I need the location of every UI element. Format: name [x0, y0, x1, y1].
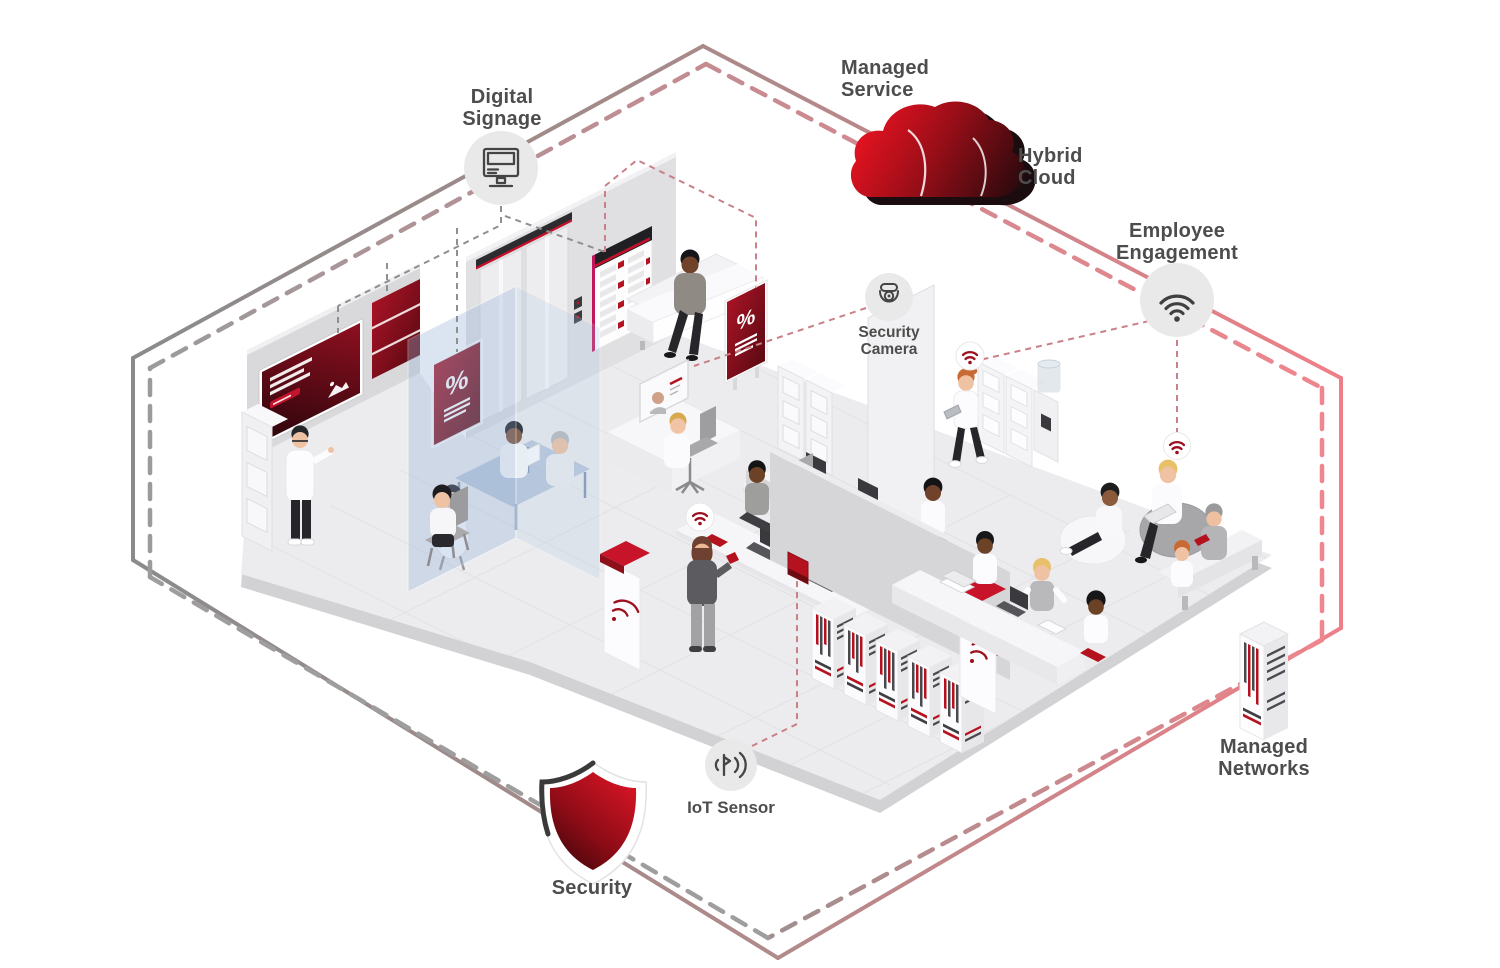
- label-hybrid-cloud-1: Hybrid: [1018, 145, 1083, 167]
- label-employee-engagement-2: Engagement: [1116, 242, 1238, 264]
- percent-standing-sign: %: [724, 279, 768, 390]
- label-managed-service-1: Managed: [841, 57, 929, 79]
- file-cabinets-mid: [777, 359, 846, 476]
- glass-wall-right: [515, 284, 601, 582]
- server-racks: [811, 597, 984, 754]
- label-iot-sensor: IoT Sensor: [687, 798, 775, 817]
- node-labels: Digital Signage Managed Service Hybrid C…: [462, 57, 1309, 899]
- wifi-icon: [1159, 294, 1195, 322]
- person-meeting-1: [500, 421, 528, 478]
- label-managed-networks-1: Managed: [1220, 736, 1308, 758]
- boundary-dashed-line: [147, 61, 1325, 941]
- person-desk-1: [739, 460, 775, 532]
- shield-icon: [539, 760, 647, 885]
- person-beanbag-1: [1059, 482, 1122, 556]
- person-viewer: [425, 484, 470, 567]
- server-tower-icon: [1238, 621, 1290, 741]
- label-security-camera-2: Camera: [861, 341, 918, 358]
- file-cabinet-corner: [241, 404, 288, 552]
- glass-wall-left: [407, 284, 517, 594]
- person-walking-tablet: [943, 367, 989, 468]
- connector-engagement-walker: [983, 320, 1150, 360]
- label-security: Security: [552, 877, 633, 899]
- person-phone: [687, 536, 739, 652]
- label-digital-signage-2: Signage: [462, 108, 541, 130]
- node-digital-signage: [464, 131, 538, 205]
- elevator-wall: [466, 152, 676, 439]
- person-bench-1: [1171, 540, 1193, 587]
- wifi-kiosk-lobby: [600, 541, 650, 671]
- person-bench-2: [1194, 503, 1227, 560]
- cloud-icon: [850, 101, 1025, 198]
- person-meeting-2: [546, 431, 574, 486]
- water-cooler: [1033, 359, 1061, 463]
- node-employee-engagement: [1140, 263, 1214, 337]
- dome-camera-icon: [879, 283, 899, 303]
- label-employee-engagement-1: Employee: [1129, 220, 1225, 242]
- percent-sign: %: [445, 362, 468, 403]
- label-hybrid-cloud-2: Cloud: [1018, 167, 1076, 189]
- percent-sign: %: [737, 303, 756, 336]
- label-security-camera-1: Security: [858, 324, 920, 341]
- label-managed-service-2: Service: [841, 79, 914, 101]
- iot-wall-device: [787, 551, 809, 585]
- reception-virtual-screen: [639, 358, 689, 424]
- person-sofa: [664, 249, 706, 361]
- label-digital-signage-1: Digital: [471, 86, 534, 108]
- wall-red-panels: [372, 278, 420, 379]
- wall-tv-screen: [258, 317, 364, 448]
- person-counter-1: [973, 531, 997, 584]
- office-building: %: [241, 152, 1272, 813]
- node-iot-sensor: [705, 739, 757, 791]
- connector-to-directory: [504, 215, 606, 253]
- lounge-area: [1059, 432, 1262, 610]
- wifi-bubble-lounge: [1163, 432, 1191, 460]
- person-beanbag-2: [1135, 459, 1182, 564]
- connector-iot: [751, 578, 798, 747]
- node-security: [539, 760, 647, 885]
- node-managed-networks: [1238, 621, 1290, 741]
- wifi-bubble-phone: [685, 502, 715, 532]
- person-receptionist: [664, 406, 718, 494]
- elevator-call-buttons: [574, 295, 582, 324]
- red-notebook: [704, 534, 728, 547]
- connector-lobby: [604, 158, 757, 288]
- node-security-camera: [865, 273, 913, 321]
- monitor-icon: [482, 147, 520, 188]
- connector-camera: [693, 307, 867, 367]
- lockers: [977, 355, 1046, 468]
- person-presenter: [285, 425, 334, 546]
- iot-sensor-icon: [714, 751, 747, 779]
- counter-items: [938, 569, 1106, 662]
- service-nodes: [464, 101, 1290, 885]
- connector-lines: [337, 158, 1178, 747]
- label-managed-networks-2: Networks: [1218, 758, 1310, 780]
- glass-percent-poster: %: [431, 337, 483, 450]
- elevator-doors: [476, 211, 572, 423]
- person-counter-3: [1084, 590, 1108, 643]
- wifi-bubble-walker: [955, 341, 985, 371]
- node-hybrid-cloud: [850, 101, 1036, 206]
- staff-counter: [892, 531, 1108, 685]
